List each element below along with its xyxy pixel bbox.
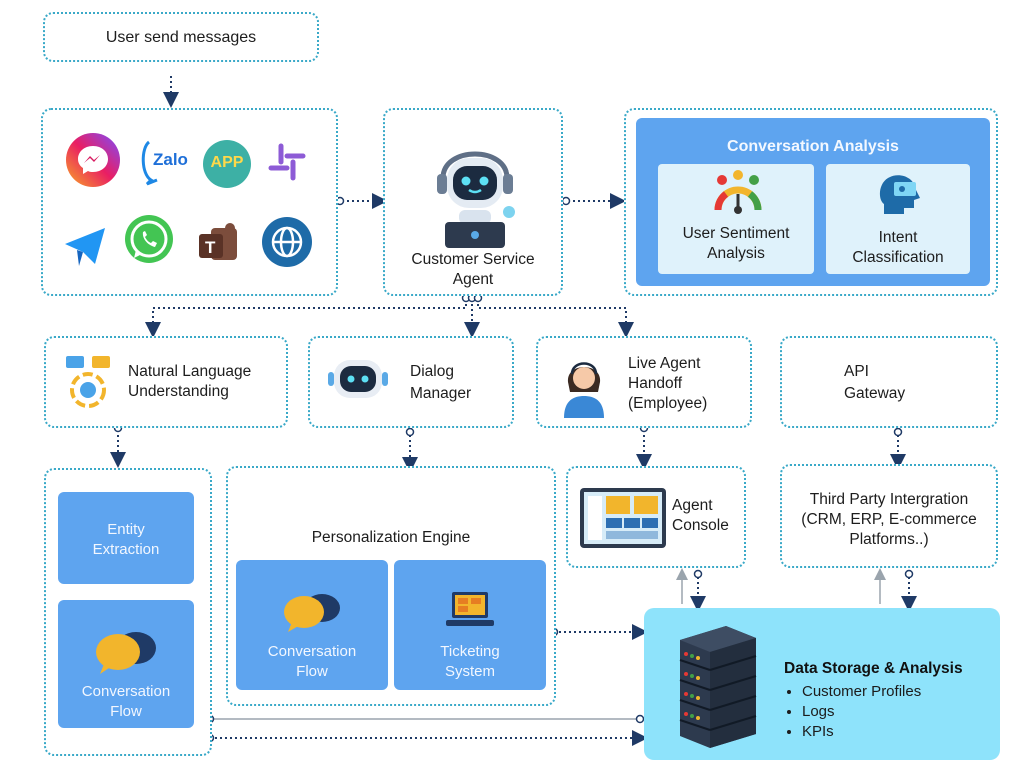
left-column-box: Entity Extraction Conversation Flow bbox=[44, 468, 212, 756]
conversation-analysis-panel: Conversation Analysis User Sentiment Ana… bbox=[636, 118, 990, 286]
agent-label-line2: Agent bbox=[452, 271, 494, 288]
chat-bubbles-icon bbox=[96, 632, 156, 674]
console-line2: Console bbox=[672, 517, 729, 534]
api-line2: Gateway bbox=[844, 385, 906, 402]
slack-icon bbox=[268, 143, 306, 181]
employee-icon bbox=[564, 362, 604, 418]
whatsapp-icon bbox=[125, 215, 173, 263]
intent-panel: Intent Classification bbox=[826, 164, 970, 274]
intent-line2: Classification bbox=[852, 249, 944, 266]
console-line1: Agent bbox=[672, 497, 713, 514]
data-storage-list: Customer Profiles Logs KPIs bbox=[784, 682, 921, 742]
user-send-label: User send messages bbox=[105, 29, 257, 46]
user-send-box: User send messages bbox=[43, 12, 319, 62]
personalization-engine-box: Personalization Engine Conversation Flow… bbox=[226, 466, 556, 706]
data-storage-item: Customer Profiles bbox=[802, 682, 921, 702]
third-line3: Platforms..) bbox=[849, 531, 929, 548]
intent-line1: Intent bbox=[878, 229, 918, 246]
api-gateway-box: API Gateway bbox=[780, 336, 998, 428]
robot-agent-icon bbox=[437, 151, 515, 248]
customer-service-agent-box: Customer Service Agent bbox=[383, 108, 563, 296]
nlu-icon bbox=[66, 356, 110, 408]
sentiment-line1: User Sentiment bbox=[682, 225, 790, 242]
api-line1: API bbox=[844, 363, 869, 380]
nlu-box: Natural Language Understanding bbox=[44, 336, 288, 428]
zalo-icon: Zalo bbox=[139, 138, 191, 186]
channels-box: Zalo APP T bbox=[41, 108, 338, 296]
handoff-line1: Live Agent bbox=[628, 355, 701, 372]
left-flow-line2: Flow bbox=[110, 703, 142, 720]
third-line1: Third Party Intergration bbox=[809, 491, 969, 508]
data-storage-item: Logs bbox=[802, 702, 921, 722]
svg-text:T: T bbox=[205, 238, 216, 257]
ticketing-system-block: Ticketing System bbox=[394, 560, 546, 690]
connector-agent-handoff bbox=[477, 299, 634, 338]
third-party-box: Third Party Intergration (CRM, ERP, E-co… bbox=[780, 464, 998, 568]
entity-line2: Extraction bbox=[92, 541, 160, 558]
teams-icon: T bbox=[199, 223, 237, 260]
personalization-title: Personalization Engine bbox=[311, 529, 471, 546]
chat-bubbles-icon bbox=[284, 594, 340, 632]
left-conversation-flow-block: Conversation Flow bbox=[58, 600, 194, 728]
data-storage-title: Data Storage & Analysis bbox=[784, 660, 963, 677]
nlu-line2: Understanding bbox=[128, 383, 229, 400]
web-icon bbox=[262, 217, 312, 267]
sentiment-panel: User Sentiment Analysis bbox=[658, 164, 814, 274]
console-dashboard-icon bbox=[580, 488, 666, 548]
laptop-ticket-icon bbox=[446, 592, 494, 626]
live-agent-handoff-box: Live Agent Handoff (Employee) bbox=[536, 336, 752, 428]
data-storage-box: Data Storage & Analysis Customer Profile… bbox=[644, 608, 1000, 760]
intent-head-icon bbox=[879, 175, 920, 214]
sentiment-line2: Analysis bbox=[707, 245, 765, 262]
ticket-line2: System bbox=[444, 663, 495, 680]
third-line2: (CRM, ERP, E-commerce bbox=[801, 511, 977, 528]
dialog-line1: Dialog bbox=[410, 363, 454, 380]
sentiment-gauge-icon bbox=[714, 170, 762, 214]
dialog-line2: Manager bbox=[410, 385, 472, 402]
agent-label-line1: Customer Service bbox=[411, 251, 535, 268]
entity-extraction-block: Entity Extraction bbox=[58, 492, 194, 584]
messenger-icon bbox=[66, 133, 120, 187]
connector-agent-nlu bbox=[145, 299, 467, 338]
conversation-analysis-title: Conversation Analysis bbox=[727, 138, 899, 155]
telegram-icon bbox=[65, 228, 105, 266]
ticket-line1: Ticketing bbox=[440, 643, 500, 660]
server-rack-icon bbox=[679, 626, 757, 748]
app-text: APP bbox=[210, 154, 244, 171]
personal-conversation-flow-block: Conversation Flow bbox=[236, 560, 388, 690]
handoff-line2: Handoff bbox=[628, 375, 683, 392]
conversation-analysis-box: Conversation Analysis User Sentiment Ana… bbox=[624, 108, 998, 296]
zalo-text: Zalo bbox=[153, 150, 188, 169]
personal-flow-line2: Flow bbox=[296, 663, 328, 680]
app-icon: APP bbox=[203, 140, 251, 188]
handoff-line3: (Employee) bbox=[628, 395, 708, 412]
chatbot-icon bbox=[328, 360, 388, 398]
agent-console-box: Agent Console bbox=[566, 466, 746, 568]
entity-line1: Entity bbox=[107, 521, 145, 538]
data-storage-item: KPIs bbox=[802, 722, 921, 742]
left-flow-line1: Conversation bbox=[81, 683, 171, 700]
nlu-line1: Natural Language bbox=[128, 363, 252, 380]
personal-flow-line1: Conversation bbox=[267, 643, 357, 660]
dialog-manager-box: Dialog Manager bbox=[308, 336, 514, 428]
